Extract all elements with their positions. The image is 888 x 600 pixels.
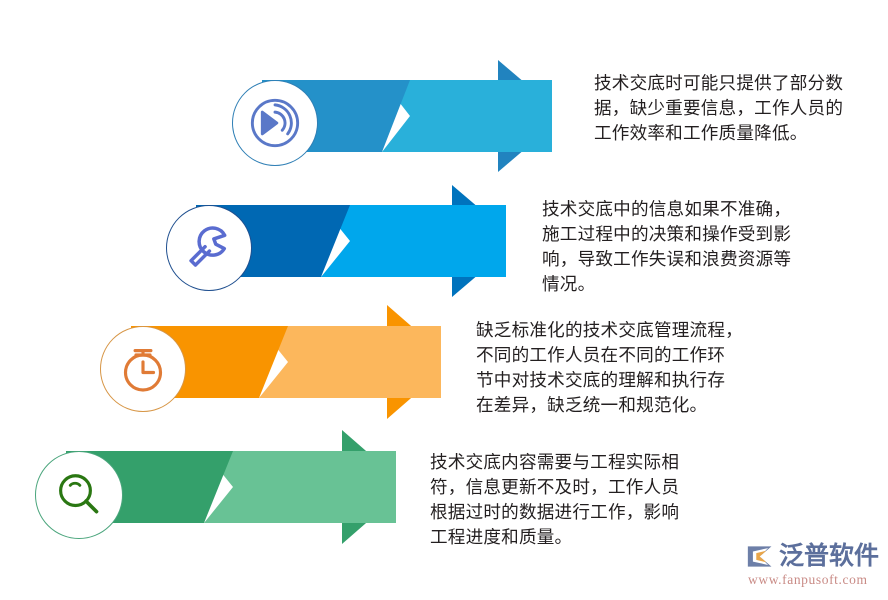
arrow-body-light-3 xyxy=(259,326,441,398)
item-text-1: 技术交底时可能只提供了部分数 据，缺少重要信息，工作人员的 工作效率和工作质量降… xyxy=(594,73,844,143)
brand-url: www.fanpusoft.com xyxy=(748,572,868,587)
item-text-3: 缺乏标准化的技术交底管理流程， 不同的工作人员在不同的工作环 节中对技术交底的理… xyxy=(476,320,743,415)
stopwatch-icon xyxy=(123,349,163,392)
brand-name: 泛普软件 xyxy=(779,541,880,570)
badge-1 xyxy=(232,80,318,166)
item-text-2: 技术交底中的信息如果不准确， 施工过程中的决策和操作受到影 响，导致工作失误和浪… xyxy=(542,199,792,294)
magnifier-icon xyxy=(59,474,99,514)
item-text-4: 技术交底内容需要与工程实际相 符，信息更新不及时，工作人员 根据过时的数据进行工… xyxy=(430,452,680,547)
brand-logo: 泛普软件 www.fanpusoft.com xyxy=(746,541,884,591)
arrow-body-light-4 xyxy=(204,451,396,523)
brand-logo-row: 泛普软件 xyxy=(746,541,884,571)
badge-3 xyxy=(100,326,186,412)
badge-4 xyxy=(35,451,123,539)
badge-2 xyxy=(166,205,252,291)
arrow-body-light-1 xyxy=(382,80,552,152)
arrow-body-light-2 xyxy=(321,205,506,277)
target-forward-arrow-icon xyxy=(250,98,300,148)
fanpu-logo-mark xyxy=(747,545,772,567)
wrench-icon xyxy=(189,226,227,267)
